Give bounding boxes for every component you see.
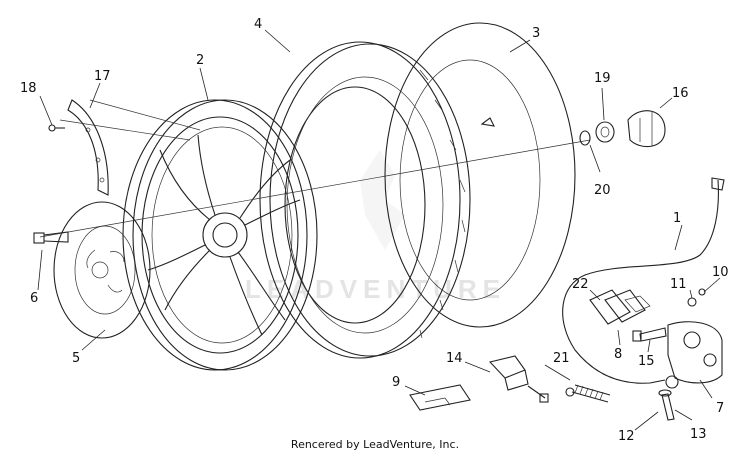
- callout-22: 22: [572, 277, 589, 292]
- brake-disc: [53, 201, 151, 339]
- fender-screw: [48, 124, 65, 132]
- spacer-nut: [595, 121, 615, 143]
- leader-lines: [37, 29, 721, 431]
- callout-4: 4: [254, 17, 262, 32]
- kit-9: [409, 384, 471, 411]
- fender-leaders: [59, 99, 201, 141]
- callout-6: 6: [30, 291, 38, 306]
- footer-credit: Rencered by LeadVenture, Inc.: [290, 438, 460, 451]
- bracket-14: [488, 355, 549, 403]
- fender-bracket: [67, 99, 109, 196]
- callout-11: 11: [670, 277, 687, 292]
- wheel-rim: [122, 99, 318, 371]
- callout-3: 3: [532, 26, 540, 41]
- callout-15: 15: [638, 354, 655, 369]
- callout-18: 18: [20, 81, 37, 96]
- disc-bolt: [33, 231, 69, 244]
- callout-7: 7: [716, 401, 724, 416]
- watermark-logo: [360, 150, 405, 250]
- watermark-text: LEADVENTURE: [245, 274, 506, 304]
- brake-hose: [562, 177, 725, 384]
- brake-caliper: [667, 321, 723, 384]
- washer: [579, 130, 591, 146]
- banjo-fitting: [665, 375, 679, 389]
- callout-2: 2: [196, 53, 204, 68]
- callout-20: 20: [594, 183, 611, 198]
- caliper-bolts-12-13: [658, 389, 675, 421]
- callout-8: 8: [614, 347, 622, 362]
- callout-19: 19: [594, 71, 611, 86]
- tire: [259, 41, 471, 359]
- spring-21: [565, 384, 611, 403]
- axle-line: [39, 139, 591, 238]
- callout-5: 5: [72, 351, 80, 366]
- hub-cover: [627, 110, 666, 148]
- callout-13: 13: [690, 427, 707, 442]
- inner-tube: [384, 22, 576, 328]
- callout-16: 16: [672, 86, 689, 101]
- callout-21: 21: [553, 351, 570, 366]
- callout-1: 1: [673, 211, 681, 226]
- brake-pads: [589, 289, 651, 325]
- callout-9: 9: [392, 375, 400, 390]
- callout-12: 12: [618, 429, 635, 444]
- caliper-bolt-15: [632, 327, 667, 342]
- callout-17: 17: [94, 69, 111, 84]
- callout-14: 14: [446, 351, 463, 366]
- callout-10: 10: [712, 265, 729, 280]
